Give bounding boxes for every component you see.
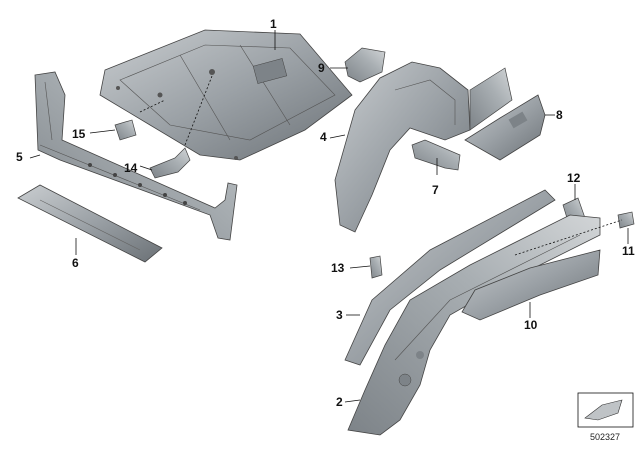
callout-8: 8 [556, 108, 563, 122]
part-13-bracket [369, 255, 383, 279]
document-number: 502327 [590, 432, 621, 442]
callout-12: 12 [567, 171, 581, 185]
callout-5: 5 [16, 150, 23, 164]
callout-15: 15 [72, 127, 86, 141]
callout-10: 10 [524, 318, 538, 332]
part-3-side-member [344, 189, 556, 366]
part-9-bracket [344, 47, 386, 83]
callout-6: 6 [72, 256, 79, 270]
part-5-rear-frame [34, 71, 238, 241]
view-orientation-symbol [577, 392, 634, 428]
part-1-floor-panel [99, 29, 353, 161]
part-15-bracket [114, 119, 137, 141]
part-6-rear-panel [17, 184, 163, 263]
leader-lines [29, 30, 629, 403]
part-4-wheel-arch [334, 61, 513, 233]
part-2-longitudinal [347, 214, 601, 436]
part-7-bracket [411, 139, 461, 171]
part-14-bracket [149, 147, 191, 179]
callout-4: 4 [320, 130, 327, 144]
callout-7: 7 [432, 183, 439, 197]
callout-1: 1 [270, 17, 277, 31]
callout-9: 9 [318, 61, 325, 75]
callout-3: 3 [336, 308, 343, 322]
part-11-bracket [617, 211, 635, 229]
part-10-reinforcement [461, 249, 601, 321]
callout-2: 2 [336, 395, 343, 409]
callout-11: 11 [622, 244, 635, 258]
callout-14: 14 [124, 161, 138, 175]
callout-13: 13 [331, 261, 345, 275]
